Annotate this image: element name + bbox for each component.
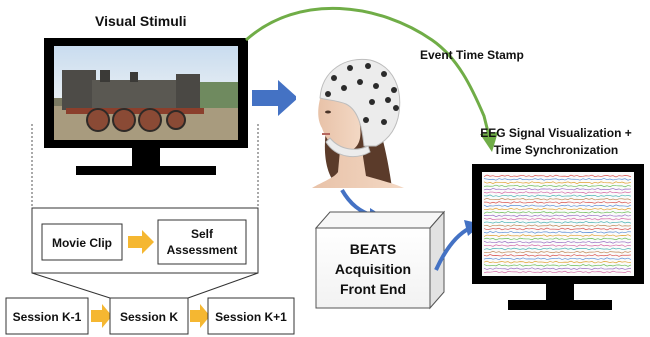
funnel-line-left <box>31 272 111 299</box>
subject-eeg-cap-photo <box>296 58 408 188</box>
eeg-trace-line <box>483 197 632 201</box>
event-time-stamp-arrowhead <box>480 132 498 152</box>
eeg-trace-line <box>483 187 632 191</box>
eeg-trace-line <box>483 254 632 257</box>
eeg-trace-line <box>483 177 632 181</box>
eeg-trace-line <box>483 174 632 178</box>
eeg-trace-line <box>483 270 632 274</box>
session-next-box <box>207 297 295 335</box>
session-arrow-2 <box>190 304 210 328</box>
session-current-box <box>109 297 189 335</box>
beats-front-end-box: BEATS Acquisition Front End <box>314 210 446 310</box>
eeg-trace-line <box>483 191 632 194</box>
beats-label-2: Acquisition <box>335 261 411 277</box>
event-time-stamp-label: Event Time Stamp <box>420 48 524 62</box>
eeg-traces <box>483 174 632 274</box>
eeg-trace-line <box>483 244 632 247</box>
task-panel: Movie Clip Self Assessment <box>31 207 259 274</box>
self-assessment-label-1: Self <box>191 227 214 241</box>
visual-stimuli-title: Visual Stimuli <box>95 13 187 29</box>
session-prev-label: Session K-1 <box>13 310 82 324</box>
eeg-trace-line <box>483 267 632 271</box>
eeg-trace-line <box>483 227 632 231</box>
eeg-trace-line <box>483 240 632 244</box>
eeg-monitor <box>472 164 644 310</box>
eeg-trace-line <box>483 207 632 211</box>
self-assessment-label-2: Assessment <box>167 243 238 257</box>
eeg-trace-line <box>483 204 632 208</box>
eeg-trace-line <box>483 211 632 214</box>
eeg-trace-line <box>483 217 632 221</box>
event-time-stamp-arrow <box>245 6 492 141</box>
session-row: Session K-1 Session K Session K+1 <box>5 297 295 335</box>
stimulus-monitor <box>44 38 248 175</box>
eeg-trace-line <box>483 181 632 184</box>
stimulus-to-subject-arrow <box>252 80 298 116</box>
session-prev-box <box>5 297 89 335</box>
beats-label-1: BEATS <box>350 241 396 257</box>
eeg-title-line-2: Time Synchronization <box>493 143 619 157</box>
eeg-trace-line <box>483 194 632 198</box>
beats-label-3: Front End <box>340 281 406 297</box>
eeg-trace-line <box>483 230 632 234</box>
locomotive-image <box>54 70 238 140</box>
movie-clip-label: Movie Clip <box>52 236 112 250</box>
eeg-trace-line <box>483 250 632 254</box>
eeg-trace-line <box>483 237 632 241</box>
session-arrow-1 <box>91 304 112 328</box>
movie-to-assessment-arrow <box>128 230 154 254</box>
eeg-trace-line <box>483 214 632 218</box>
eeg-trace-line <box>483 224 632 228</box>
eeg-title-line-1: EEG Signal Visualization + <box>480 126 632 140</box>
funnel-line-right <box>187 272 259 299</box>
eeg-trace-line <box>483 264 632 267</box>
eeg-trace-line <box>483 220 632 224</box>
eeg-trace-line <box>483 260 632 264</box>
eeg-trace-line <box>483 201 632 204</box>
movie-clip-box <box>41 223 123 261</box>
eeg-trace-line <box>483 247 632 251</box>
self-assessment-box <box>157 219 247 265</box>
eeg-trace-line <box>483 184 632 188</box>
session-current-label: Session K <box>120 310 178 324</box>
eeg-trace-line <box>483 234 632 237</box>
eeg-trace-line <box>483 257 632 261</box>
session-next-label: Session K+1 <box>215 310 287 324</box>
